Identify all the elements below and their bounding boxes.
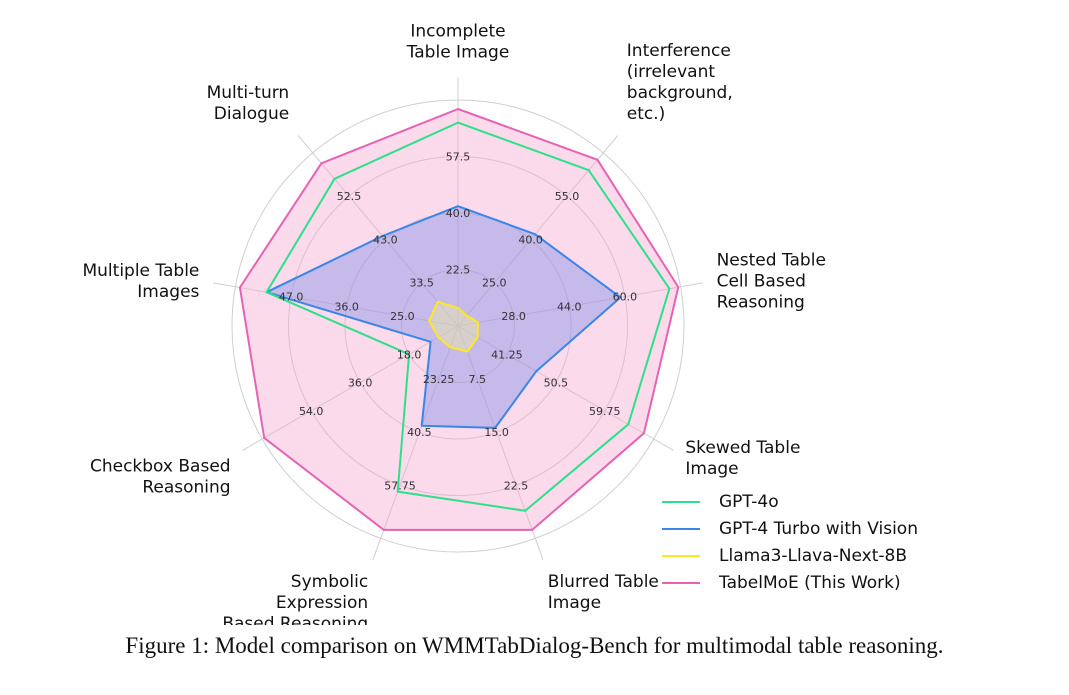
tick-label-axis7-3: 54.0 — [299, 405, 324, 418]
tick-label-axis7-2: 36.0 — [348, 377, 373, 390]
tick-label-axis3-1: 28.0 — [501, 310, 526, 323]
figure-caption: Figure 1: Model comparison on WMMTabDial… — [125, 633, 944, 658]
tick-label-axis1-2: 40.0 — [446, 207, 471, 220]
legend-swatch-gpt-4-turbo — [662, 527, 700, 530]
legend-item-llama3: Llama3-Llava-Next-8B — [662, 542, 918, 569]
radar-chart: 22.5 40.0 57.5 25.0 40.0 55.0 28.0 44.0 60.0 41.2… — [82, 21, 826, 625]
tick-label-axis6-2: 40.5 — [407, 426, 432, 439]
spoke-6 — [372, 325, 459, 560]
tick-label-axis8-3: 47.0 — [279, 291, 304, 304]
tick-label-axis6-3: 57.75 — [384, 479, 416, 492]
spoke-9 — [297, 135, 459, 327]
tick-label-axis3-2: 44.0 — [557, 300, 582, 313]
legend-swatch-tabelmoe — [662, 581, 700, 584]
legend-item-gpt-4o: GPT-4o — [662, 488, 918, 515]
spoke-5 — [457, 325, 544, 560]
tick-label-axis5-3: 22.5 — [504, 479, 529, 492]
tick-label-axis5-1: 7.5 — [469, 373, 487, 386]
legend: GPT-4o GPT-4 Turbo with Vision Llama3-Ll… — [662, 488, 918, 596]
tick-label-axis9-2: 43.0 — [373, 233, 398, 246]
legend-label-gpt-4-turbo: GPT-4 Turbo with Vision — [719, 518, 918, 539]
series-polygon-gpt-4o — [265, 121, 671, 512]
legend-swatch-gpt-4o — [662, 500, 700, 503]
tick-label-axis4-1: 41.25 — [491, 348, 523, 361]
spoke-2 — [457, 135, 619, 327]
spoke-3 — [457, 282, 703, 327]
tick-label-axis1-3: 57.5 — [446, 151, 471, 164]
tick-label-axis3-3: 60.0 — [613, 291, 638, 304]
tick-label-axis4-3: 59.75 — [589, 405, 621, 418]
spoke-7 — [242, 325, 459, 451]
spoke-4 — [457, 325, 674, 451]
tick-label-axis2-3: 55.0 — [555, 190, 580, 203]
legend-item-gpt-4-turbo: GPT-4 Turbo with Vision — [662, 515, 918, 542]
series-polygon-gpt-4-turbo-with-vision — [265, 205, 622, 429]
tick-label-axis8-1: 25.0 — [390, 310, 415, 323]
tick-label-axis8-2: 36.0 — [334, 300, 359, 313]
series-polygon-llama3-llava-next-8b — [428, 300, 479, 353]
tick-label-axis9-3: 52.5 — [337, 190, 362, 203]
spoke-8 — [213, 282, 459, 327]
tick-label-axis6-1: 23.25 — [423, 373, 455, 386]
legend-item-tabelmoe: TabelMoE (This Work) — [662, 569, 918, 596]
tick-label-axis5-2: 15.0 — [484, 426, 509, 439]
tick-label-axis1-1: 22.5 — [446, 264, 471, 277]
legend-swatch-llama3 — [662, 554, 700, 557]
legend-label-gpt-4o: GPT-4o — [719, 491, 779, 512]
tick-label-axis2-1: 25.0 — [482, 277, 507, 290]
legend-label-llama3: Llama3-Llava-Next-8B — [719, 545, 907, 566]
tick-label-axis7-1: 18.0 — [397, 348, 422, 361]
tick-label-axis9-1: 33.5 — [409, 277, 434, 290]
tick-label-axis2-2: 40.0 — [518, 233, 543, 246]
series-polygon-tabelmoe-this-work — [238, 108, 680, 531]
tick-label-axis4-2: 50.5 — [544, 377, 569, 390]
legend-label-tabelmoe: TabelMoE (This Work) — [719, 572, 901, 593]
